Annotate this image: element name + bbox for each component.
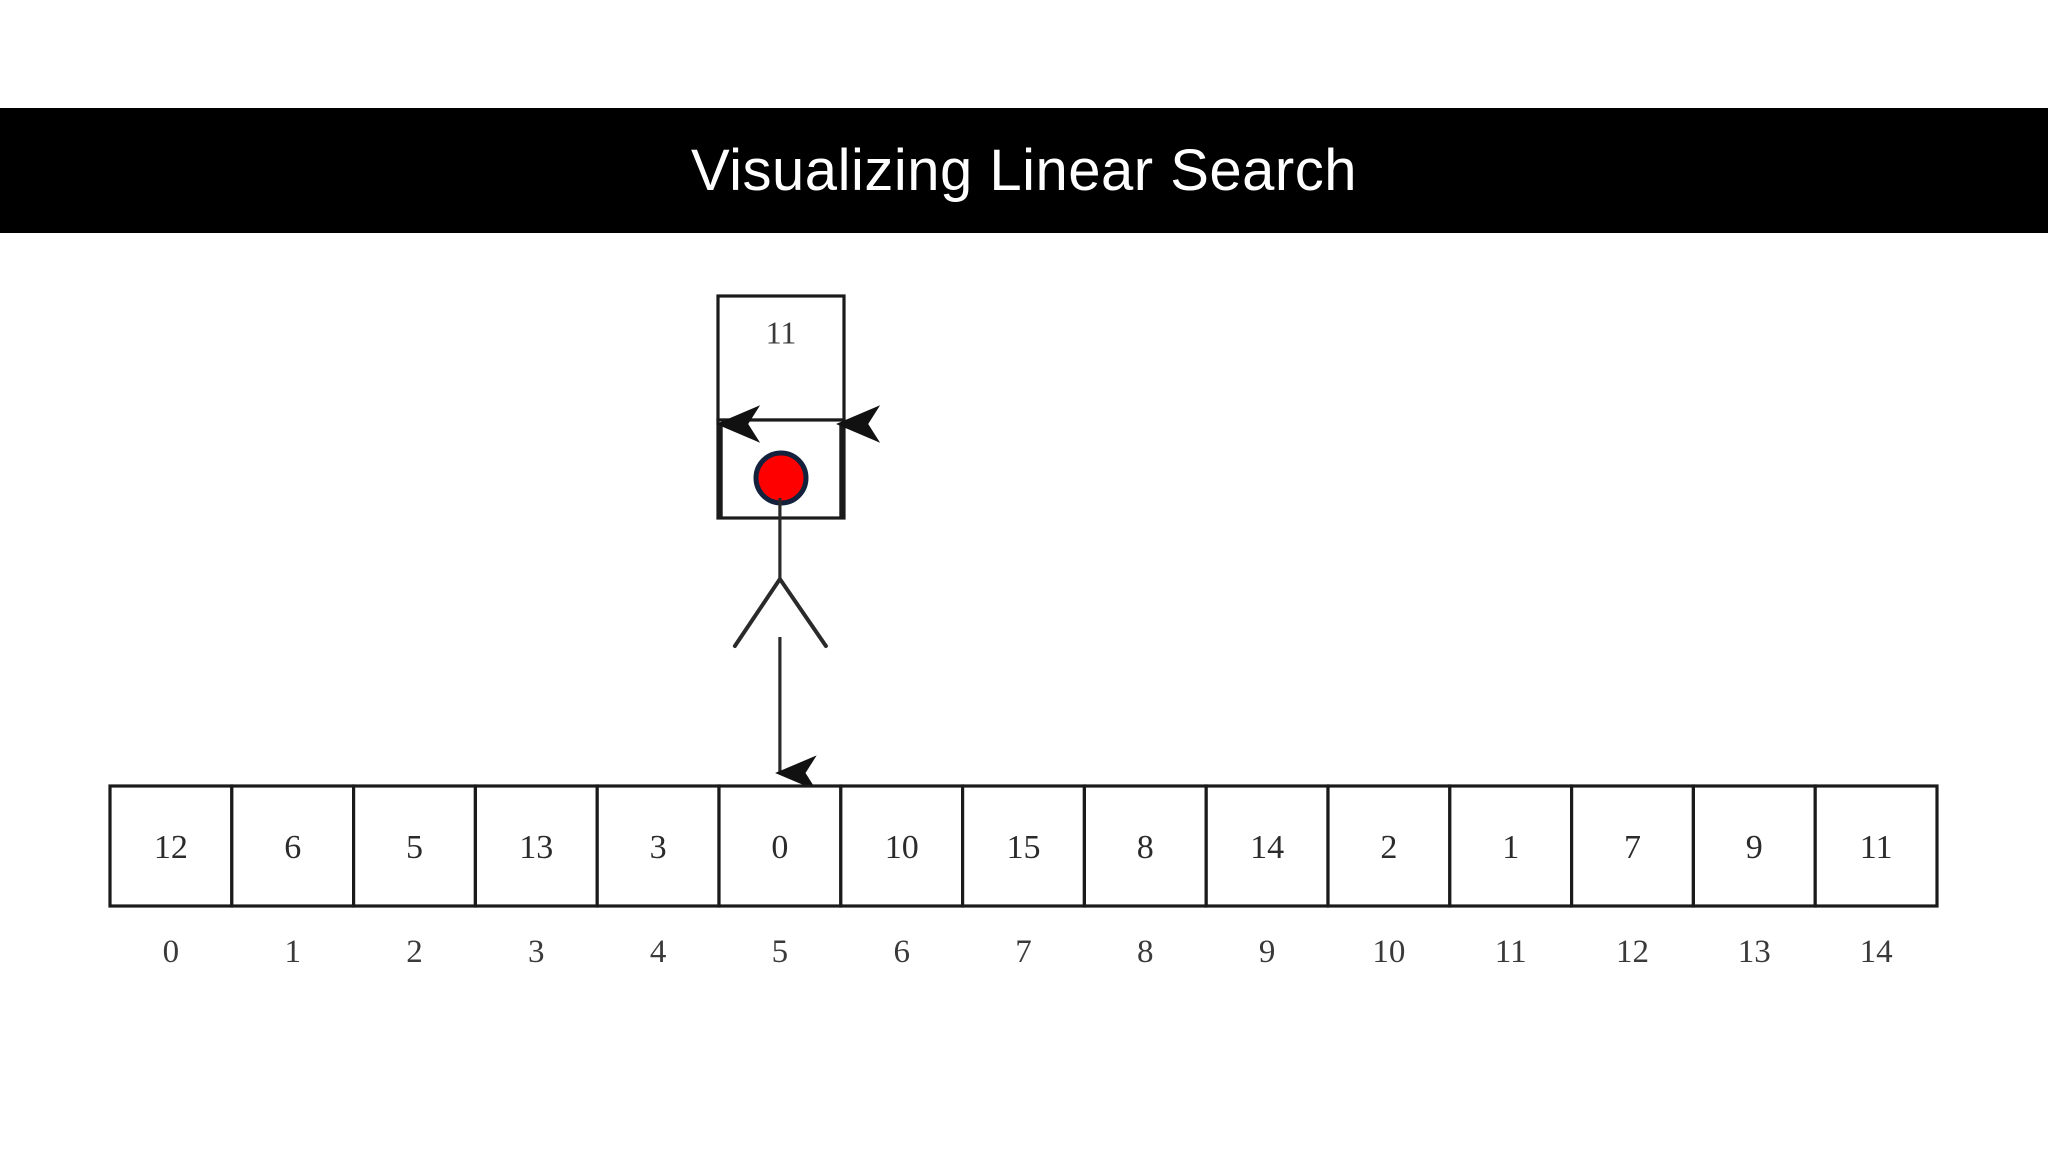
search-key-value: 11 [766,314,797,350]
array-cell[interactable] [1448,784,1574,908]
array-index-label: 10 [1372,934,1405,970]
array-index-label: 7 [1015,934,1032,970]
page-title: Visualizing Linear Search [691,137,1357,203]
array-index-label: 3 [528,934,545,970]
array-index-label: 4 [650,934,667,970]
array-cell-value: 12 [154,829,188,866]
array-cell-value: 2 [1380,829,1397,866]
array-index-label: 11 [1495,934,1527,970]
array-cell-value: 8 [1137,829,1154,866]
array-index-label: 8 [1137,934,1154,970]
array-index-label: 2 [406,934,423,970]
array-cell[interactable] [230,784,356,908]
array-index-label: 1 [284,934,301,970]
array-index-label: 14 [1860,934,1893,970]
array-cell-value: 1 [1502,829,1519,866]
array-index-label: 12 [1616,934,1649,970]
array-cell-value: 9 [1746,829,1763,866]
array-index-label: 9 [1259,934,1276,970]
array-cell-value: 3 [650,829,667,866]
array-cell-value: 10 [885,829,919,866]
search-key-box-rect [716,294,846,422]
array-index-label: 13 [1738,934,1771,970]
position-marker-icon [753,450,809,506]
array-cell[interactable] [1326,784,1452,908]
array-index-label: 5 [772,934,789,970]
array-cell-value: 5 [406,829,423,866]
array-cell[interactable] [1813,784,1939,908]
search-key-box: 11 [716,294,846,422]
chevron-up-icon [732,575,828,648]
array-cell-value: 14 [1250,829,1284,866]
array-row: 12 6 5 13 3 0 10 15 8 14 2 1 7 9 11 [108,784,1939,908]
array-cell[interactable] [839,784,965,908]
title-banner: Visualizing Linear Search [0,108,2048,233]
array-cell-value: 13 [519,829,553,866]
array-cell[interactable] [473,784,599,908]
array-index-label: 6 [893,934,910,970]
array-cell-value: 6 [284,829,301,866]
array-cell-value: 11 [1860,829,1893,866]
array-cell-value: 7 [1624,829,1641,866]
array-cell[interactable] [108,784,234,908]
array-cell-value: 15 [1007,829,1041,866]
array-cell-value: 0 [771,829,788,866]
array-cell[interactable] [1082,784,1208,908]
array-cell[interactable] [1691,784,1817,908]
array-index-label: 0 [163,934,180,970]
array-cell[interactable] [352,784,478,908]
